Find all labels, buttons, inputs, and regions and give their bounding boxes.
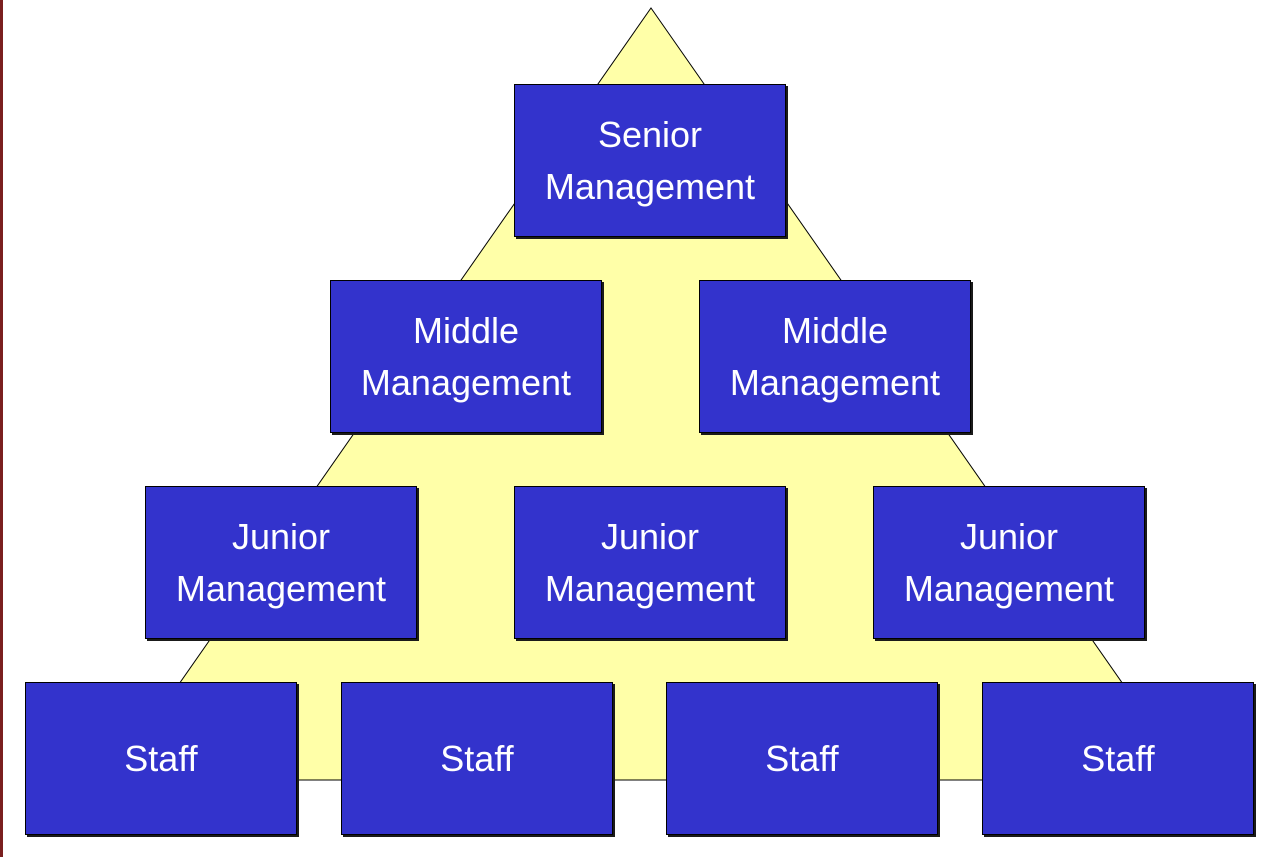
box-label-line1: Junior bbox=[959, 515, 1059, 557]
box-label-line1: Junior bbox=[231, 515, 331, 557]
junior-management-box: Junior Management bbox=[514, 486, 786, 639]
senior-management-box: Senior Management bbox=[514, 84, 786, 237]
box-label-line2: Management bbox=[544, 567, 756, 609]
box-label-line2: Management bbox=[729, 361, 941, 403]
staff-box: Staff bbox=[982, 682, 1254, 835]
box-label-line1: Middle bbox=[781, 309, 889, 351]
box-label-line2: Management bbox=[544, 165, 756, 207]
box-label: Staff bbox=[124, 737, 198, 779]
box-label-line1: Junior bbox=[600, 515, 700, 557]
staff-box: Staff bbox=[25, 682, 297, 835]
box-label-line2: Management bbox=[903, 567, 1115, 609]
box-label-line2: Management bbox=[360, 361, 572, 403]
box-label-line1: Middle bbox=[412, 309, 520, 351]
junior-management-box: Junior Management bbox=[873, 486, 1145, 639]
box-label-line1: Senior bbox=[597, 113, 703, 155]
middle-management-box: Middle Management bbox=[699, 280, 971, 433]
staff-box: Staff bbox=[341, 682, 613, 835]
box-label: Staff bbox=[440, 737, 514, 779]
box-label: Staff bbox=[765, 737, 839, 779]
slide-left-border bbox=[0, 0, 3, 857]
box-label-line2: Management bbox=[175, 567, 387, 609]
staff-box: Staff bbox=[666, 682, 938, 835]
junior-management-box: Junior Management bbox=[145, 486, 417, 639]
middle-management-box: Middle Management bbox=[330, 280, 602, 433]
box-label: Staff bbox=[1081, 737, 1155, 779]
